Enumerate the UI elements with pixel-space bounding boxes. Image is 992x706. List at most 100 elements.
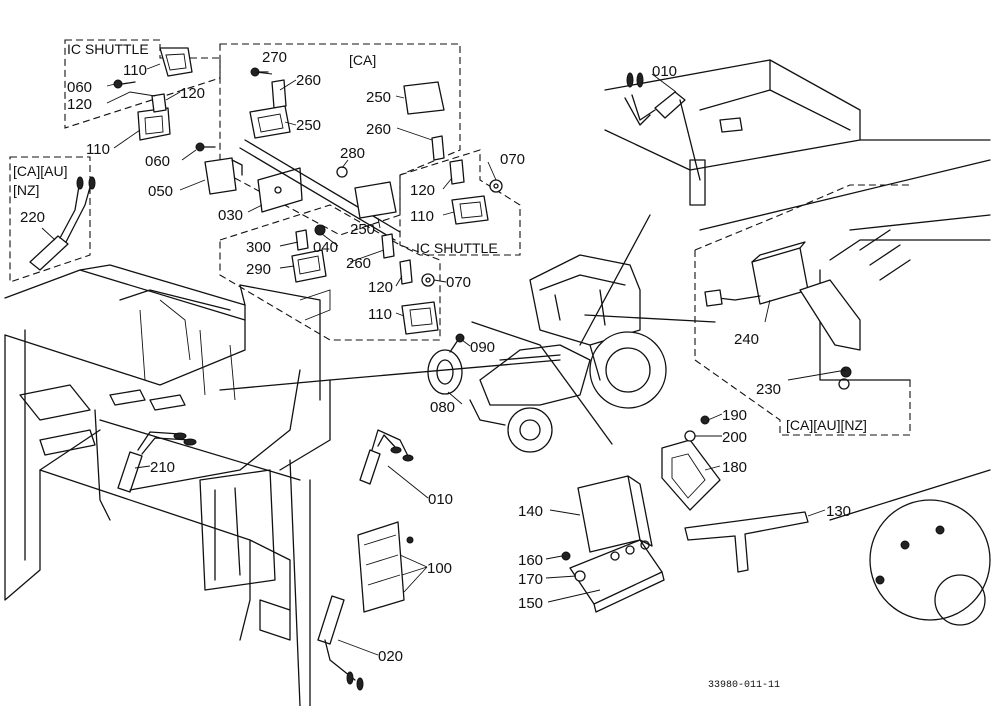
bracket-120-right-low <box>399 259 413 285</box>
relay-290 <box>291 249 327 283</box>
callout-180: 180 <box>722 459 747 476</box>
sensor-220 <box>29 176 96 271</box>
washer-070-low <box>421 273 435 287</box>
callout-250: 250 <box>296 117 321 134</box>
callout-160: 160 <box>518 552 543 569</box>
bracket-130 <box>684 511 809 573</box>
callout-060: 060 <box>67 79 92 96</box>
callouts: 010 010 020 030 040 050 060 060 070 070 … <box>20 49 851 665</box>
group-box-ca-upper <box>219 43 461 236</box>
callout-250: 250 <box>366 89 391 106</box>
bracket-030 <box>239 139 401 241</box>
group-tag-ca-au: [CA][AU] <box>13 163 67 179</box>
callout-130: 130 <box>826 503 851 520</box>
sensor-020 <box>317 595 364 691</box>
callout-270: 270 <box>262 49 287 66</box>
callout-290: 290 <box>246 261 271 278</box>
callout-040: 040 <box>313 239 338 256</box>
relay-110-right-low <box>401 301 439 335</box>
bolt-060-mid <box>195 142 216 152</box>
group-tag-nz: [NZ] <box>13 182 39 198</box>
relay-240 <box>704 241 809 307</box>
relay-250-right-top <box>403 81 445 115</box>
callout-030: 030 <box>218 207 243 224</box>
callout-220: 220 <box>20 209 45 226</box>
callout-190: 190 <box>722 407 747 424</box>
relay-050 <box>204 157 243 195</box>
bracket-120 <box>151 93 167 113</box>
callout-120: 120 <box>368 279 393 296</box>
group-box-ca-au-nz-left <box>9 156 91 283</box>
relay-110-top <box>159 47 193 77</box>
bracket-260-right <box>431 135 445 161</box>
callout-260: 260 <box>346 255 371 272</box>
callout-120: 120 <box>180 85 205 102</box>
group-tag-ic-shuttle: IC SHUTTLE <box>67 41 149 57</box>
callout-020: 020 <box>378 648 403 665</box>
relay-110-left <box>137 107 171 141</box>
group-tag-ca-au-nz: [CA][AU][NZ] <box>786 417 867 433</box>
group-box-ic-shuttle-top <box>64 39 221 129</box>
switch-010-right <box>624 72 701 181</box>
callout-110: 110 <box>123 62 147 79</box>
bolt-060-top <box>113 79 136 89</box>
bolt-270 <box>250 67 269 77</box>
group-tag-ca: [CA] <box>349 52 376 68</box>
relay-110-right-top <box>451 195 489 225</box>
relay-250-upper <box>249 105 291 139</box>
callout-110: 110 <box>368 306 392 323</box>
callout-010: 010 <box>428 491 453 508</box>
bolt-190 <box>700 415 710 425</box>
horn-080 <box>427 339 463 395</box>
tractor-frame-left <box>4 264 331 706</box>
callout-300: 300 <box>246 239 271 256</box>
fuse-box-150 <box>569 539 665 613</box>
relay-block-100 <box>357 521 414 613</box>
callout-110: 110 <box>86 141 110 158</box>
callout-110: 110 <box>410 208 434 225</box>
callout-010: 010 <box>652 63 677 80</box>
relay-250-middle <box>354 181 397 219</box>
callout-200: 200 <box>722 429 747 446</box>
sensor-210 <box>117 369 301 493</box>
leader-lines <box>41 63 847 656</box>
bracket-230 <box>799 279 861 390</box>
washer-170 <box>574 570 586 582</box>
callout-090: 090 <box>470 339 495 356</box>
group-box-ic-shuttle-right <box>399 149 521 256</box>
bracket-300 <box>295 229 309 251</box>
callout-240: 240 <box>734 331 759 348</box>
bracket-260-lower <box>381 233 395 259</box>
callout-150: 150 <box>518 595 543 612</box>
frame-top-right <box>604 59 991 626</box>
callout-120: 120 <box>410 182 435 199</box>
bolt-040 <box>314 224 326 236</box>
group-tags: IC SHUTTLE [CA] [CA][AU] [NZ] IC SHUTTLE… <box>13 41 867 433</box>
callout-260: 260 <box>366 121 391 138</box>
unit-180 <box>661 439 721 511</box>
callout-050: 050 <box>148 183 173 200</box>
callout-260: 260 <box>296 72 321 89</box>
washer-200 <box>684 430 696 442</box>
group-box-ca-au-nz-right <box>694 184 911 436</box>
tractor-illustration <box>469 254 667 453</box>
callout-070: 070 <box>500 151 525 168</box>
group-tag-ic-shuttle: IC SHUTTLE <box>416 240 498 256</box>
bolt-160 <box>561 551 571 561</box>
callout-080: 080 <box>430 399 455 416</box>
bracket-120-right-top <box>449 159 465 185</box>
callout-120: 120 <box>67 96 92 113</box>
bracket-260-upper <box>271 79 287 109</box>
callout-060: 060 <box>145 153 170 170</box>
callout-070: 070 <box>446 274 471 291</box>
group-box-ca-lower <box>219 204 441 341</box>
callout-210: 210 <box>150 459 175 476</box>
callout-230: 230 <box>756 381 781 398</box>
callout-170: 170 <box>518 571 543 588</box>
callout-280: 280 <box>340 145 365 162</box>
callout-140: 140 <box>518 503 543 520</box>
callout-250: 250 <box>350 221 375 238</box>
washer-280 <box>336 166 348 178</box>
switch-010-left <box>359 429 414 485</box>
